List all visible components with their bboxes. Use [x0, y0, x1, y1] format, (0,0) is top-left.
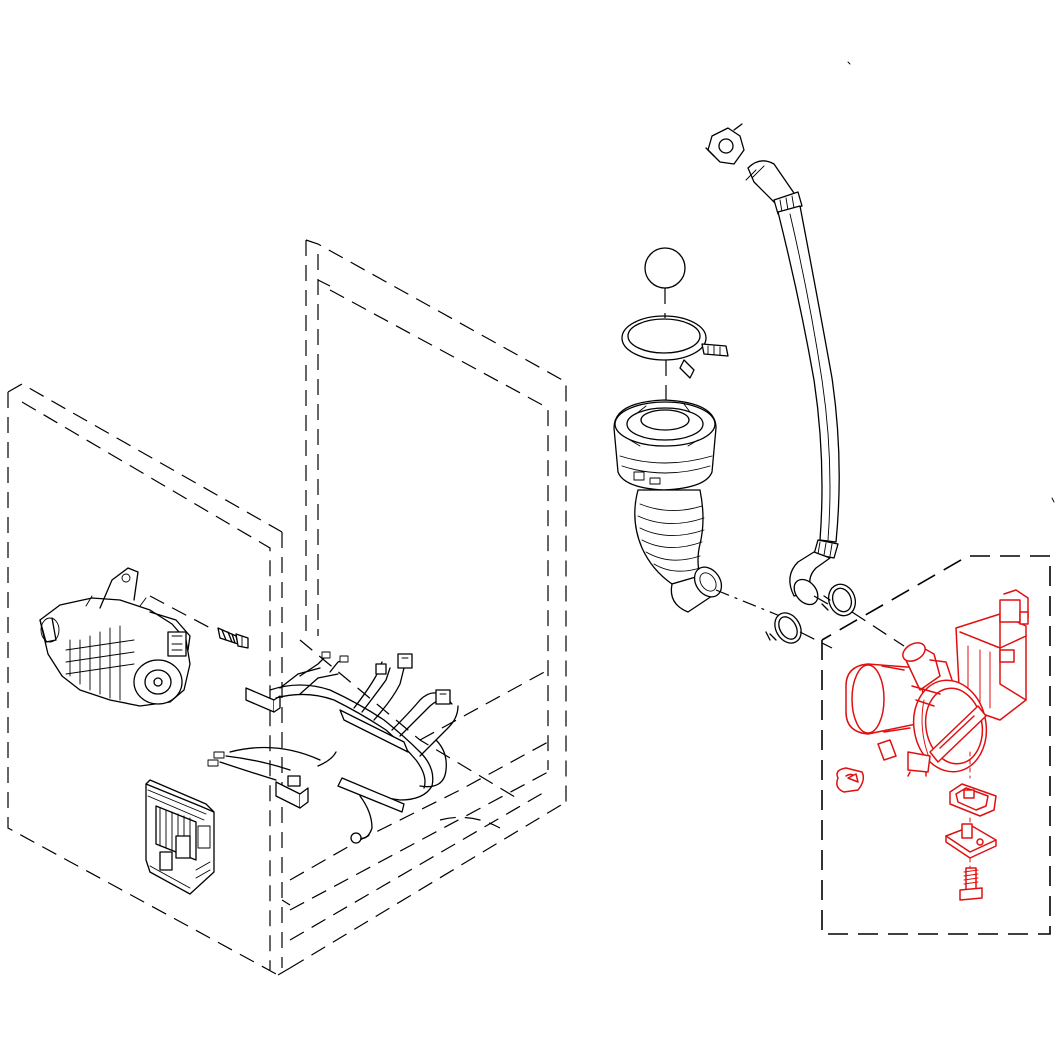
- hose-pump-leader: [851, 611, 905, 647]
- stray-mark: [847, 61, 851, 65]
- bolt-icon: [217, 627, 249, 649]
- clamp-icon: [621, 315, 729, 400]
- motor-bolt-leader: [149, 595, 215, 631]
- pump-callout-box: [821, 555, 1051, 935]
- clamp-icon: [821, 583, 857, 617]
- stray-mark: [1051, 497, 1055, 503]
- board-icon: [145, 779, 215, 895]
- clamp-icon: [765, 612, 802, 644]
- harness-icon: [207, 651, 459, 844]
- pump-icon: [836, 589, 1029, 793]
- boot-pump-leader: [715, 589, 781, 617]
- bracket-icon: [945, 751, 997, 859]
- boot-icon: [613, 399, 723, 613]
- cabinet-outline: [7, 239, 567, 976]
- clamp-pump-leader: [799, 631, 833, 649]
- hose-icon: [705, 123, 843, 613]
- screw-icon: [959, 857, 983, 901]
- circle-icon: [644, 247, 686, 318]
- drive-motor-icon: [39, 567, 191, 707]
